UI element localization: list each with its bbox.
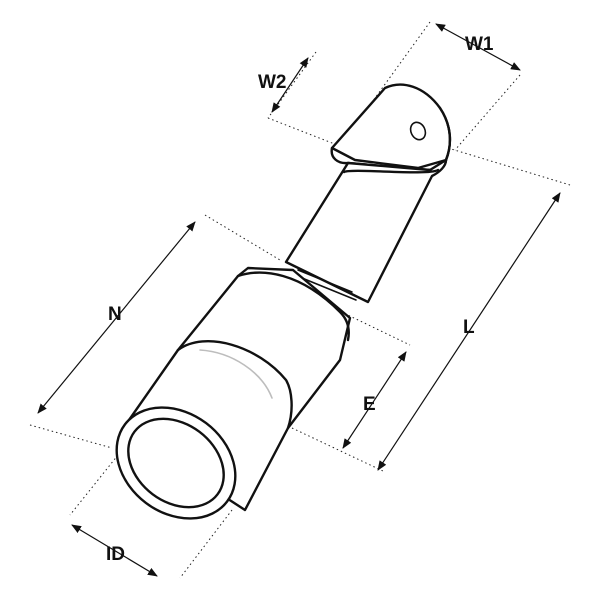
dimension-labels: W1 W2 N L E ID (106, 34, 494, 565)
e-dimension (342, 351, 407, 449)
terminal-neck (284, 158, 448, 304)
label-w1: W1 (465, 34, 494, 55)
sleeve-mouth (115, 406, 237, 520)
sleeve-opening (127, 417, 225, 509)
label-l: L (463, 317, 475, 338)
label-e: E (363, 394, 376, 415)
label-id: ID (106, 544, 125, 565)
w1-dimension (435, 23, 521, 71)
tab-hole (409, 121, 427, 141)
terminal-tab (330, 83, 452, 172)
w2-dimension (271, 57, 309, 113)
dimension-lines (37, 23, 561, 577)
n-dimension (37, 221, 196, 414)
id-dimension (71, 524, 158, 577)
label-n: N (108, 304, 122, 325)
label-w2: W2 (258, 72, 287, 93)
l-dimension (377, 192, 561, 471)
